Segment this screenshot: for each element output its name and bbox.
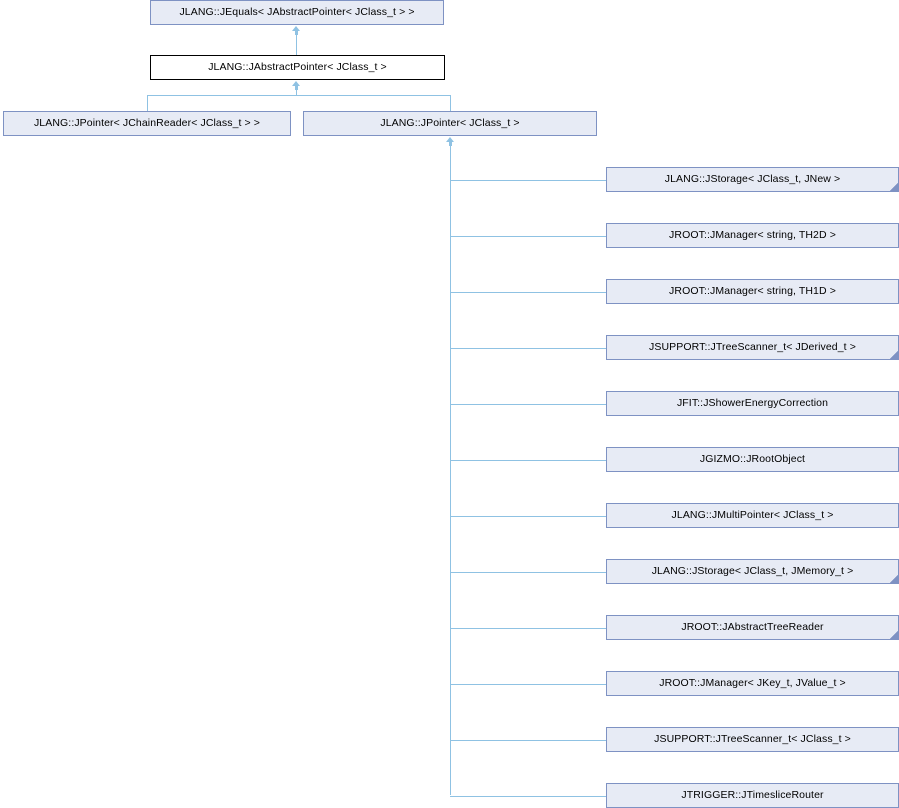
- derived-node-8[interactable]: JROOT::JAbstractTreeReader: [606, 615, 899, 640]
- edge-to-derived-0: [450, 180, 606, 181]
- derived-node-2[interactable]: JROOT::JManager< string, TH1D >: [606, 279, 899, 304]
- derived-node-6[interactable]: JLANG::JMultiPointer< JClass_t >: [606, 503, 899, 528]
- edge-to-derived-10: [450, 740, 606, 741]
- edge-to-derived-1: [450, 236, 606, 237]
- edge-to-derived-7: [450, 572, 606, 573]
- arrow-to-jpointer: [446, 137, 454, 142]
- edge-to-derived-5: [450, 460, 606, 461]
- sibling-node-0[interactable]: JLANG::JPointer< JChainReader< JClass_t …: [3, 111, 291, 136]
- current-class-node[interactable]: JLANG::JPointer< JClass_t >: [303, 111, 597, 136]
- derived-node-5[interactable]: JGIZMO::JRootObject: [606, 447, 899, 472]
- arrow-to-jequals: [292, 26, 300, 31]
- edge-branch-bar: [147, 95, 451, 96]
- edge-trunk-vertical: [450, 142, 451, 795]
- arrow-to-jabstractpointer: [292, 81, 300, 86]
- derived-node-11[interactable]: JTRIGGER::JTimesliceRouter: [606, 783, 899, 808]
- edge-to-derived-8: [450, 628, 606, 629]
- derived-node-4[interactable]: JFIT::JShowerEnergyCorrection: [606, 391, 899, 416]
- edge-jabstractpointer-to-jequals: [296, 31, 297, 55]
- edge-to-derived-3: [450, 348, 606, 349]
- derived-node-9[interactable]: JROOT::JManager< JKey_t, JValue_t >: [606, 671, 899, 696]
- derived-node-7[interactable]: JLANG::JStorage< JClass_t, JMemory_t >: [606, 559, 899, 584]
- edge-to-derived-6: [450, 516, 606, 517]
- edge-branch-left-drop: [147, 95, 148, 111]
- ancestor-node-1[interactable]: JLANG::JAbstractPointer< JClass_t >: [150, 55, 445, 80]
- edge-branch-right-drop: [450, 95, 451, 111]
- edge-to-derived-11: [450, 796, 606, 797]
- edge-to-derived-2: [450, 292, 606, 293]
- ancestor-node-0[interactable]: JLANG::JEquals< JAbstractPointer< JClass…: [150, 0, 444, 25]
- derived-node-0[interactable]: JLANG::JStorage< JClass_t, JNew >: [606, 167, 899, 192]
- edge-to-derived-4: [450, 404, 606, 405]
- edge-to-derived-9: [450, 684, 606, 685]
- edge-branch-stem: [296, 86, 297, 95]
- derived-node-3[interactable]: JSUPPORT::JTreeScanner_t< JDerived_t >: [606, 335, 899, 360]
- derived-node-10[interactable]: JSUPPORT::JTreeScanner_t< JClass_t >: [606, 727, 899, 752]
- derived-node-1[interactable]: JROOT::JManager< string, TH2D >: [606, 223, 899, 248]
